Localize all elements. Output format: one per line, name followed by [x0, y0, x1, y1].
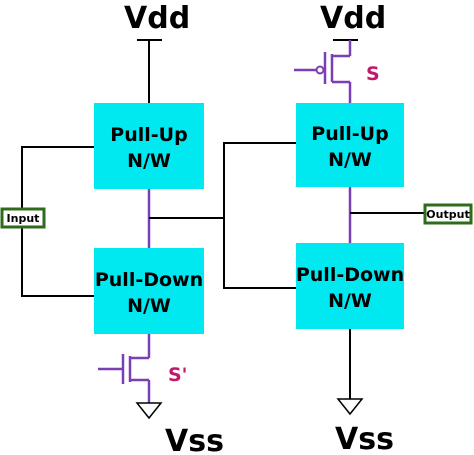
left-pull-up-block — [94, 103, 204, 189]
left-pull-up-line2: N/W — [127, 150, 171, 172]
right-vdd-label: Vdd — [320, 1, 386, 36]
right-pull-up-line2: N/W — [328, 149, 372, 171]
input-label: Input — [7, 212, 40, 225]
left-vss-label: Vss — [165, 424, 224, 455]
right-vss-label: Vss — [335, 422, 394, 455]
right-pull-up-line1: Pull-Up — [311, 123, 388, 145]
left-sleep-label: S' — [168, 364, 188, 386]
output-port — [423, 203, 473, 225]
left-pull-up-line1: Pull-Up — [110, 124, 187, 146]
left-vdd-label: Vdd — [124, 1, 190, 36]
right-ground-symbol — [336, 398, 364, 416]
left-pull-down-line1: Pull-Down — [95, 269, 203, 291]
right-pull-up-block — [296, 103, 404, 187]
right-pull-down-block — [296, 243, 404, 329]
right-gate-wire — [223, 142, 296, 289]
right-sleep-label: S — [366, 63, 380, 85]
left-ground-symbol — [135, 402, 163, 420]
right-pull-down-line2: N/W — [328, 290, 372, 312]
output-label: Output — [426, 208, 469, 221]
right-pull-down-line1: Pull-Down — [296, 264, 404, 286]
left-pull-down-line2: N/W — [127, 295, 171, 317]
left-nmos-sleep-transistor — [98, 334, 151, 403]
left-pull-down-block — [94, 248, 204, 334]
input-port — [0, 207, 46, 229]
right-pmos-sleep-transistor — [294, 40, 352, 103]
